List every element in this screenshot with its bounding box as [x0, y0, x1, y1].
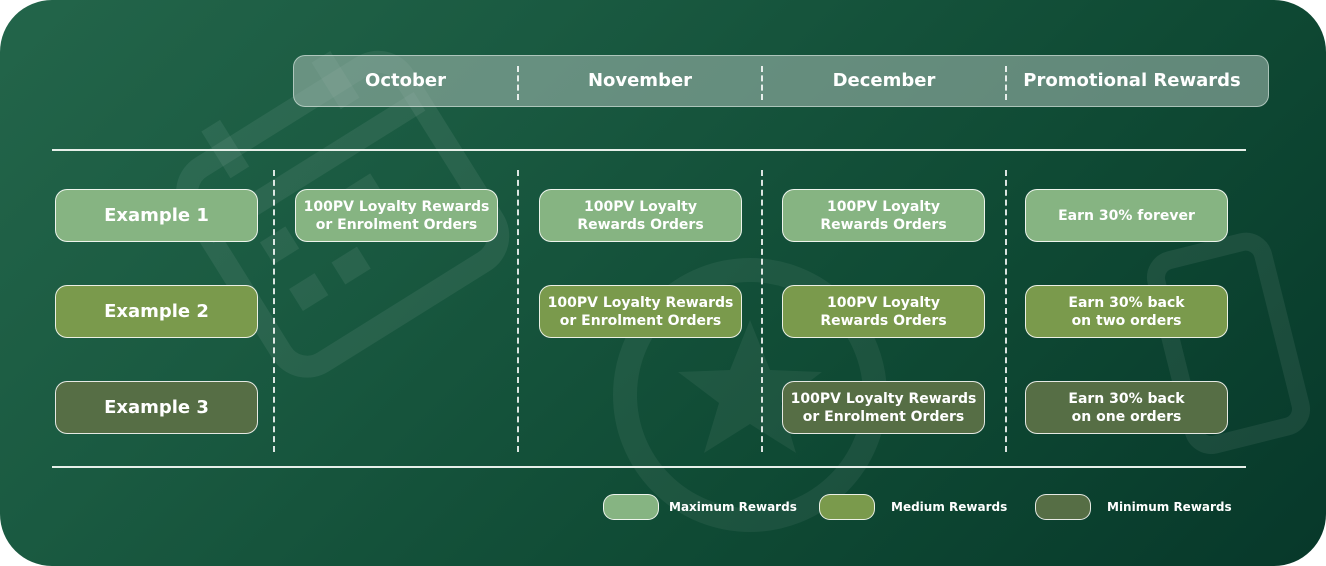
column-header-november: November: [587, 70, 693, 91]
column-header-promotional-rewards: Promotional Rewards: [1023, 70, 1241, 91]
column-divider: [1005, 170, 1007, 452]
cell-line: Rewards Orders: [820, 216, 947, 233]
legend-label-minimum: Minimum Rewards: [1107, 500, 1232, 514]
column-divider: [761, 170, 763, 452]
legend-swatch-minimum: [1035, 494, 1091, 520]
legend-label-maximum: Maximum Rewards: [669, 500, 797, 514]
row-label-example-2: Example 2: [55, 285, 258, 338]
legend-label-medium: Medium Rewards: [891, 500, 1008, 514]
cell-line: on: [1071, 408, 1097, 425]
header-divider: [1005, 66, 1007, 100]
column-header-october: October: [365, 70, 446, 91]
cell-line: on: [1071, 312, 1097, 329]
cell-line: or Enrolment Orders: [315, 216, 478, 233]
cell-line: Earn 30% forever: [1058, 207, 1195, 224]
top-rule: [52, 149, 1246, 151]
cell-line: 100PV Loyalty Rewards: [790, 390, 977, 407]
cell-line: 100PV Loyalty: [827, 198, 940, 215]
cell-line: orders: [1125, 312, 1182, 329]
column-divider: [517, 170, 519, 452]
row-label-example-1: Example 1: [55, 189, 258, 242]
row-label-example-3: Example 3: [55, 381, 258, 434]
cell-line: 100PV Loyalty Rewards: [303, 198, 490, 215]
cell-line: 100PV Loyalty Rewards: [547, 294, 734, 311]
cell-line: 100PV Loyalty: [584, 198, 697, 215]
cell-line: or Enrolment Orders: [802, 408, 965, 425]
cell-line: orders: [1125, 408, 1182, 425]
column-divider: [273, 170, 275, 452]
column-header-december: December: [832, 70, 936, 91]
column-header-bar: [293, 55, 1269, 107]
header-divider: [517, 66, 519, 100]
legend-swatch-medium: [819, 494, 875, 520]
bottom-rule: [52, 466, 1246, 468]
cell-line: or Enrolment Orders: [559, 312, 722, 329]
reward-cell: Earn 30% forever: [1025, 189, 1228, 242]
header-divider: [761, 66, 763, 100]
legend-swatch-maximum: [603, 494, 659, 520]
cell-emphasis: one: [1096, 408, 1126, 425]
cell-line: Earn 30% back: [1068, 294, 1185, 311]
cell-emphasis: two: [1096, 312, 1126, 329]
cell-line: Earn 30% back: [1068, 390, 1185, 407]
cell-line: Rewards Orders: [577, 216, 704, 233]
cell-line: Rewards Orders: [820, 312, 947, 329]
cell-line: 100PV Loyalty: [827, 294, 940, 311]
